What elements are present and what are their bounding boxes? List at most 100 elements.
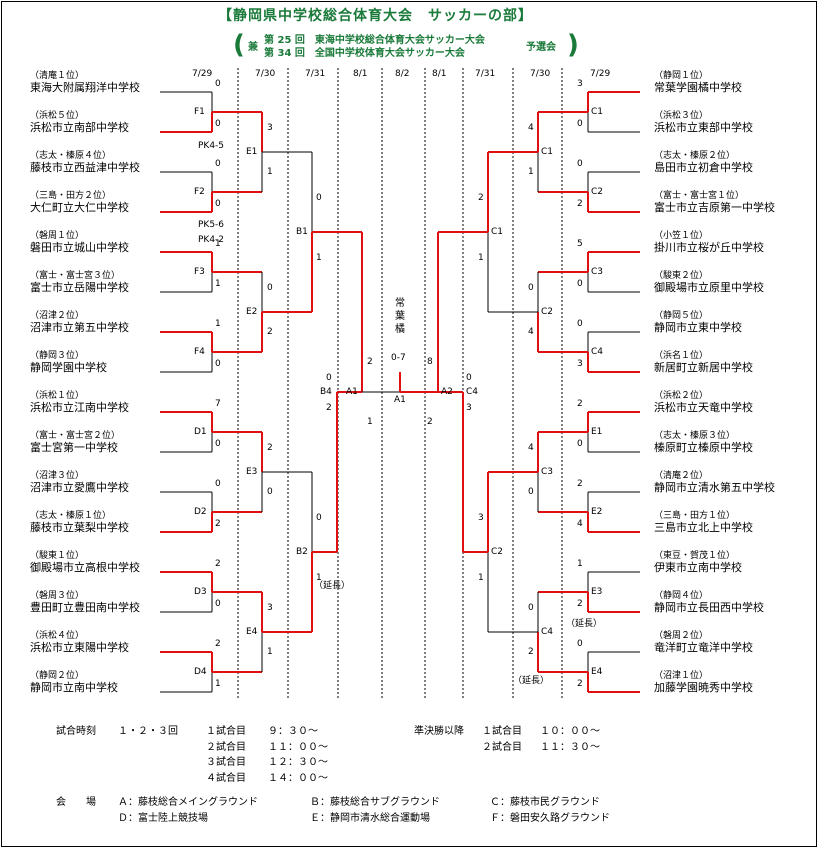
semi-time-1: １０：００～ xyxy=(540,726,600,737)
team-name: 沼津市立愛鷹中学校 xyxy=(30,481,129,494)
schedule-game-2: ２試合目 xyxy=(206,742,246,753)
pk-note-2: PK5-6 xyxy=(198,220,225,230)
final-venue: A1 xyxy=(394,395,406,405)
match-label: E1 xyxy=(246,147,258,157)
match-score: 0 xyxy=(267,283,273,293)
match-score: 2 xyxy=(267,443,273,453)
match-score: 2 xyxy=(367,357,373,367)
champion-char-3: 橘 xyxy=(395,324,405,335)
match-score: 0 xyxy=(316,193,322,203)
page-title: 【静岡県中学校総合体育大会 サッカーの部】 xyxy=(218,8,533,24)
team-qualifier: （富士・富士宮２位） xyxy=(30,431,121,441)
match-label: B4 xyxy=(320,387,332,397)
match-label: D1 xyxy=(194,427,207,437)
final-score: 0-7 xyxy=(391,353,406,363)
match-label: C2 xyxy=(491,547,504,557)
match-score: 3 xyxy=(267,123,273,133)
team-score: 2 xyxy=(215,559,221,569)
match-label: D3 xyxy=(194,587,207,597)
extra-time-note-right-1: （延長） xyxy=(566,619,603,629)
date-left-r2: 7/30 xyxy=(255,69,276,79)
team-name: 豊田町立豊田南中学校 xyxy=(30,601,140,614)
team-qualifier: （東豆・賀茂１位） xyxy=(654,551,736,561)
venue-a: Ａ：藤枝総合メイングラウンド xyxy=(118,797,258,808)
date-left-r4: 8/1 xyxy=(353,69,368,79)
schedule-game-3: ３試合目 xyxy=(206,757,246,768)
team-score: 2 xyxy=(215,639,221,649)
champion-name-vertical: 常 葉 橘 xyxy=(393,297,407,336)
match-score: 8 xyxy=(427,357,433,367)
team-name: 静岡市立清水第五中学校 xyxy=(654,481,775,494)
team-name: 静岡市立南中学校 xyxy=(30,681,118,694)
team-score: 0 xyxy=(215,479,221,489)
schedule-game-4: ４試合目 xyxy=(206,773,246,784)
team-qualifier: （磐周１位） xyxy=(30,231,85,241)
team-qualifier: （浜松４位） xyxy=(30,631,85,641)
pk-note-3: PK4-2 xyxy=(198,235,225,245)
match-score: 1 xyxy=(316,253,322,263)
date-right-r1: 7/29 xyxy=(590,69,611,79)
team-score: 3 xyxy=(577,359,583,369)
team-qualifier: （浜松３位） xyxy=(654,111,709,121)
team-qualifier: （沼津１位） xyxy=(654,671,709,681)
team-qualifier: （磐周２位） xyxy=(654,631,709,641)
match-score: 3 xyxy=(478,513,484,523)
team-name: 磐田市立城山中学校 xyxy=(30,241,129,254)
champion-char-2: 葉 xyxy=(395,311,405,322)
extra-time-note-right-2: （延長） xyxy=(513,676,550,686)
match-label: C4 xyxy=(466,387,479,397)
team-qualifier: （静岡２位） xyxy=(30,671,85,681)
team-score: 0 xyxy=(215,79,221,89)
schedule-label: 試合時刻 xyxy=(56,726,96,737)
match-score: 1 xyxy=(478,573,484,583)
team-qualifier: （静岡４位） xyxy=(654,591,709,601)
semi-game-1: １試合目 xyxy=(482,726,522,737)
date-left-r1: 7/29 xyxy=(192,69,213,79)
team-score: 1 xyxy=(215,239,221,249)
team-qualifier: （浜松１位） xyxy=(30,391,85,401)
schedule-time-2: １１：００～ xyxy=(268,742,328,753)
team-name: 藤枝市立西益津中学校 xyxy=(30,161,140,174)
match-label: C3 xyxy=(591,267,604,277)
team-qualifier: （清庵２位） xyxy=(654,471,709,481)
match-score: 2 xyxy=(326,403,332,413)
team-qualifier: （駿東２位） xyxy=(654,271,709,281)
match-label: E3 xyxy=(246,467,258,477)
team-qualifier: （浜松５位） xyxy=(30,111,85,121)
match-label: F2 xyxy=(194,187,205,197)
match-label: E4 xyxy=(246,627,258,637)
team-qualifier: （沼津３位） xyxy=(30,471,85,481)
team-score: 1 xyxy=(577,559,583,569)
match-score: 2 xyxy=(528,647,534,657)
match-label: F4 xyxy=(194,347,205,357)
match-score: 0 xyxy=(316,513,322,523)
team-score: 0 xyxy=(215,439,221,449)
match-label: C1 xyxy=(491,227,504,237)
team-qualifier: （三島・田方２位） xyxy=(30,191,112,201)
venue-f: Ｆ：磐田安久路グラウンド xyxy=(490,813,610,824)
match-label: E3 xyxy=(591,587,603,597)
schedule-time-1: ９：３０～ xyxy=(268,726,318,737)
team-name: 沼津市立第五中学校 xyxy=(30,321,129,334)
date-right-r3: 7/31 xyxy=(475,69,496,79)
team-name: 三島市立北上中学校 xyxy=(654,521,753,534)
champion-char-1: 常 xyxy=(395,298,405,309)
date-left-r3: 7/31 xyxy=(305,69,326,79)
schedule-game-1: １試合目 xyxy=(206,726,246,737)
venue-b: Ｂ：藤枝総合サブグラウンド xyxy=(310,797,440,808)
team-name: 常葉学園橘中学校 xyxy=(654,81,742,94)
semi-time-2: １１：３０～ xyxy=(540,742,600,753)
match-label: E2 xyxy=(591,507,603,517)
match-label: A1 xyxy=(346,387,358,397)
team-name: 新居町立新居中学校 xyxy=(654,361,753,374)
match-label: E2 xyxy=(246,307,258,317)
team-name: 御殿場市立高根中学校 xyxy=(30,561,140,574)
date-right-r4: 8/1 xyxy=(432,69,447,79)
team-name: 伊東市立南中学校 xyxy=(654,561,742,574)
team-score: 0 xyxy=(577,319,583,329)
subtitle-line-2: 第 34 回 全国中学校体育大会サッカー大会 xyxy=(264,48,465,59)
team-score: 4 xyxy=(577,519,583,529)
